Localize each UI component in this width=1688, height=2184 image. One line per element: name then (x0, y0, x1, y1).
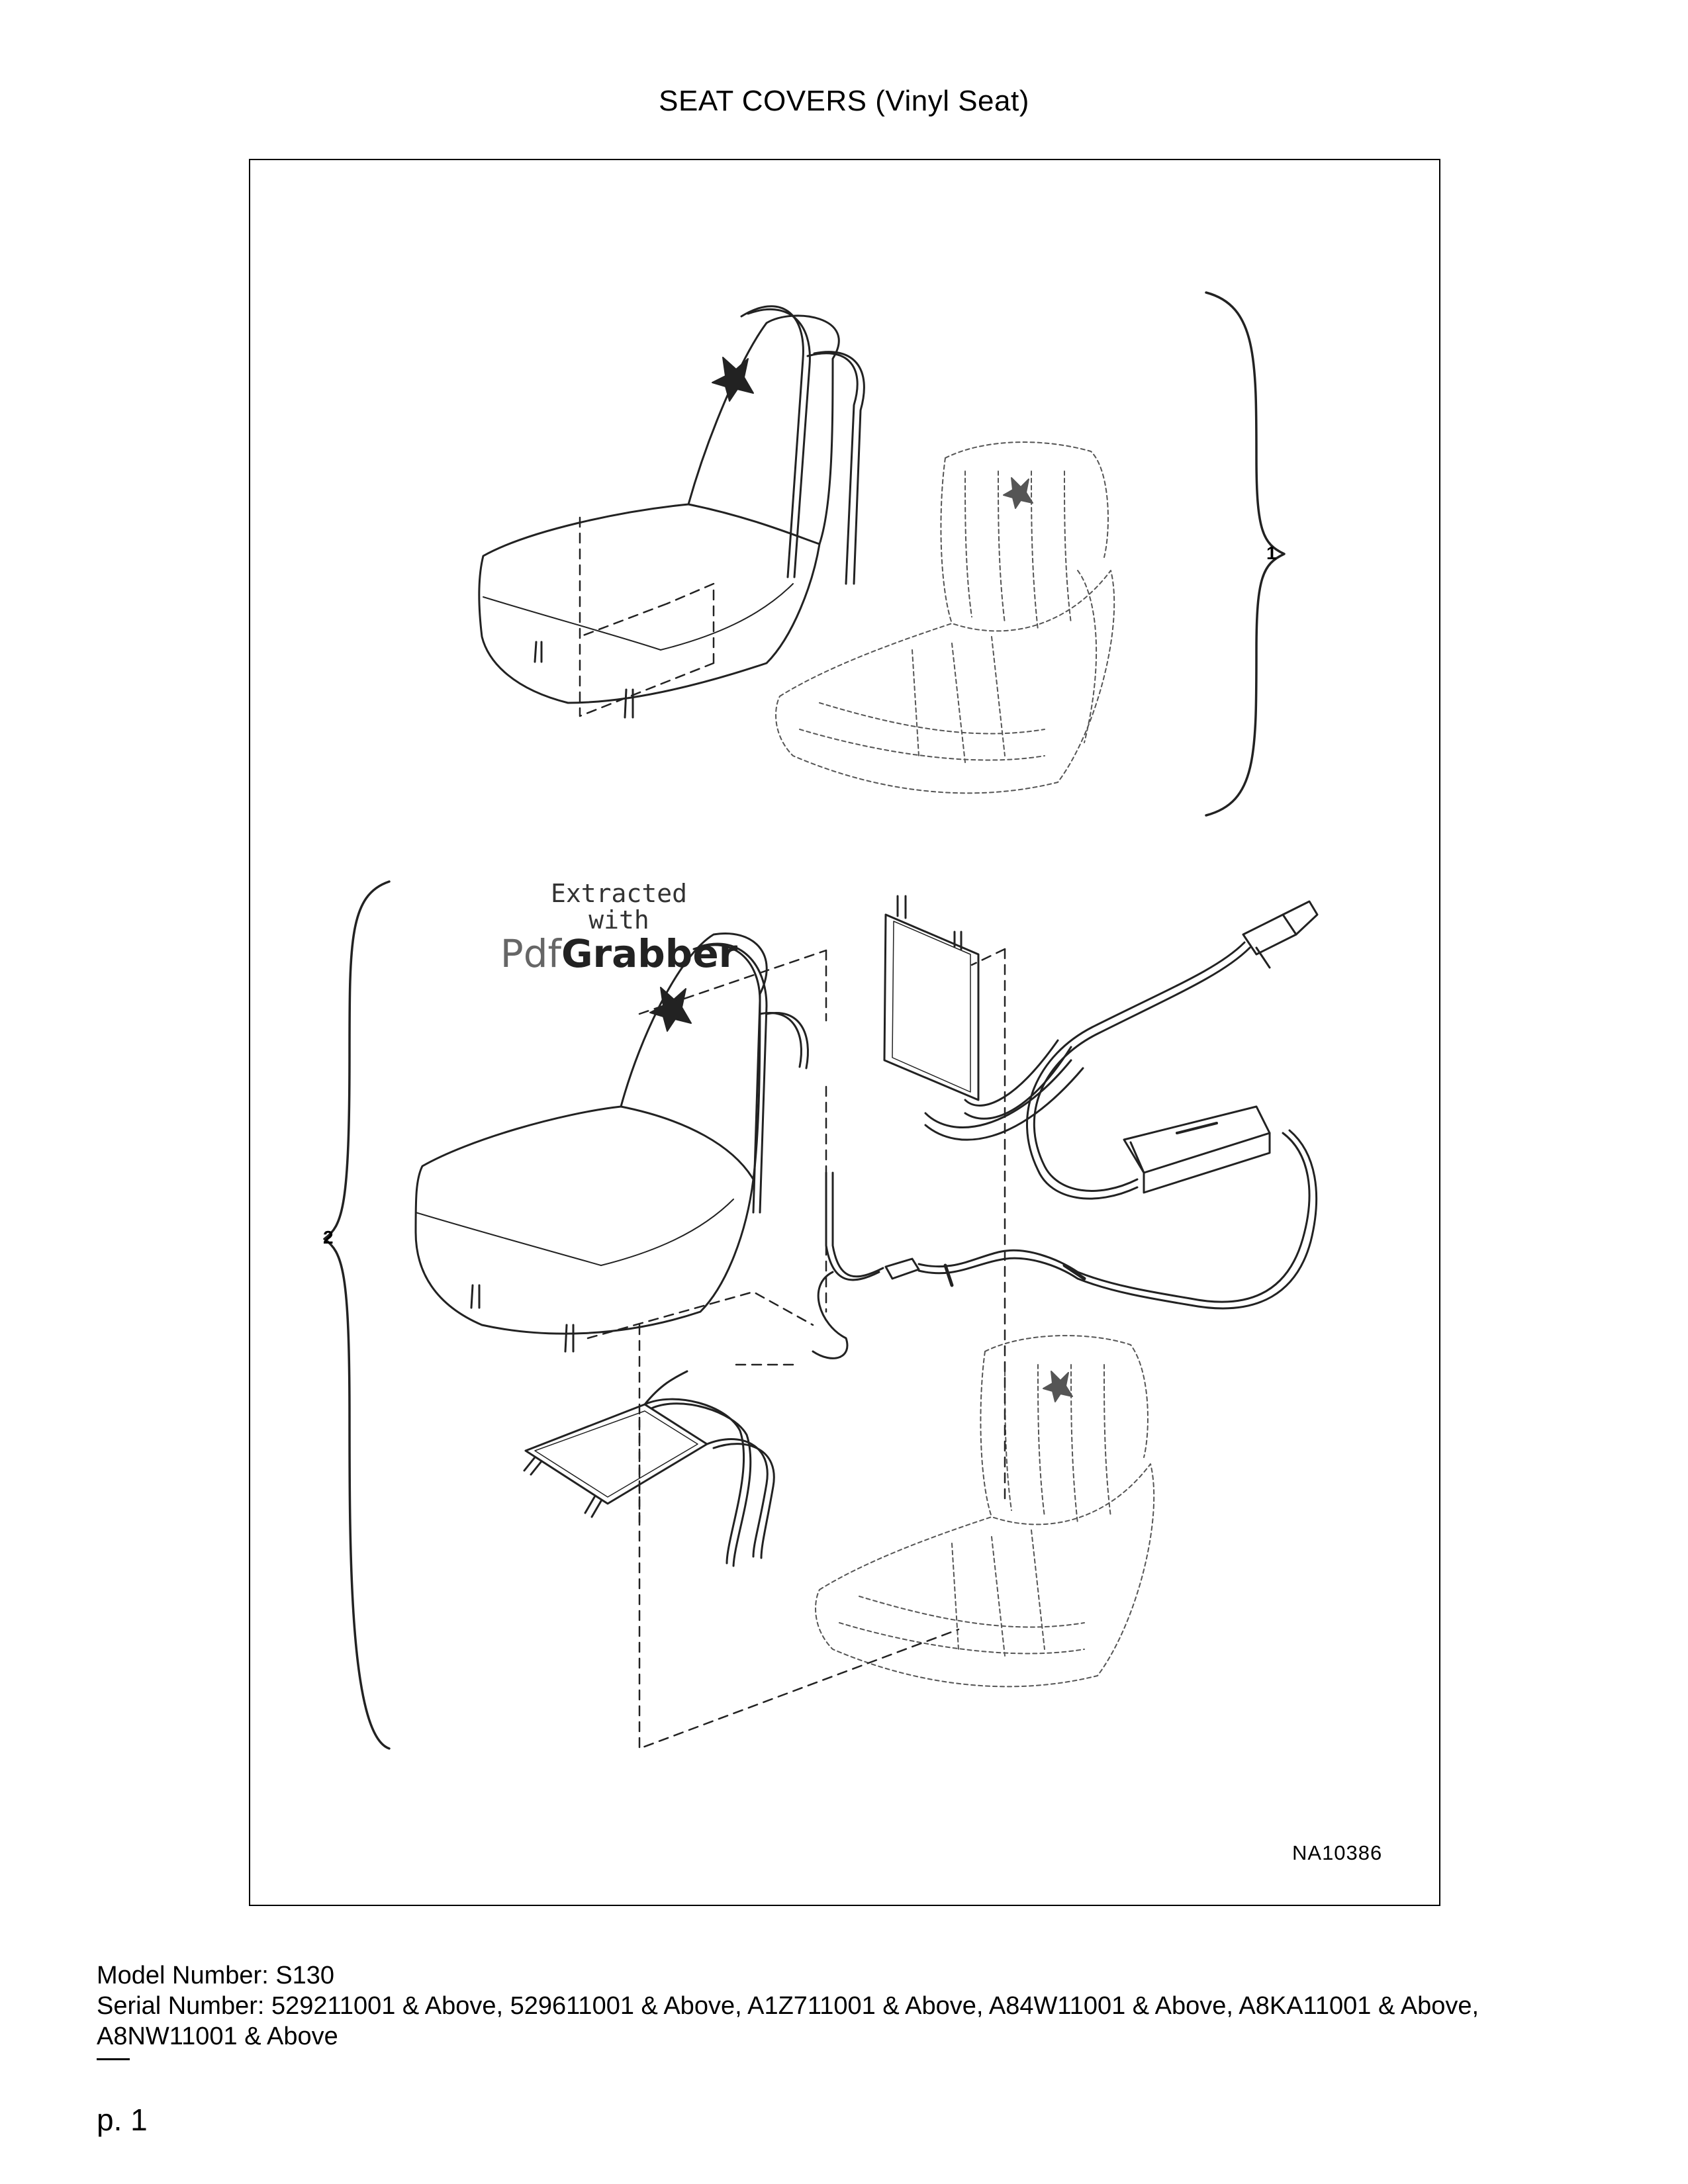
page-divider (97, 2058, 130, 2060)
footer: Model Number: S130 Serial Number: 529211… (97, 1960, 1619, 2052)
page-title: SEAT COVERS (Vinyl Seat) (659, 85, 1029, 117)
controller-icon (1026, 941, 1271, 1200)
page-number: p. 1 (97, 2103, 148, 2137)
parts-illustration (323, 291, 1319, 1750)
callout-2: 2 (323, 1227, 334, 1248)
callout-1: 1 (1266, 543, 1277, 563)
seat-base-icon (775, 441, 1115, 794)
seat-cover-icon (414, 933, 809, 1353)
drawing-id: NA10386 (1292, 1841, 1383, 1864)
heater-pad-icon (523, 1370, 775, 1567)
model-number: Model Number: S130 (97, 1962, 335, 1989)
seat-base-icon (815, 1335, 1155, 1688)
power-cable-icon (812, 1129, 1318, 1359)
heater-pad-icon (883, 895, 1084, 1141)
parts-illustration-frame: 1 2 NA10386 (249, 159, 1440, 1906)
seat-cover-icon (478, 305, 865, 719)
plug-icon (1242, 900, 1319, 969)
serial-number: Serial Number: 529211001 & Above, 529611… (97, 1992, 1479, 2050)
